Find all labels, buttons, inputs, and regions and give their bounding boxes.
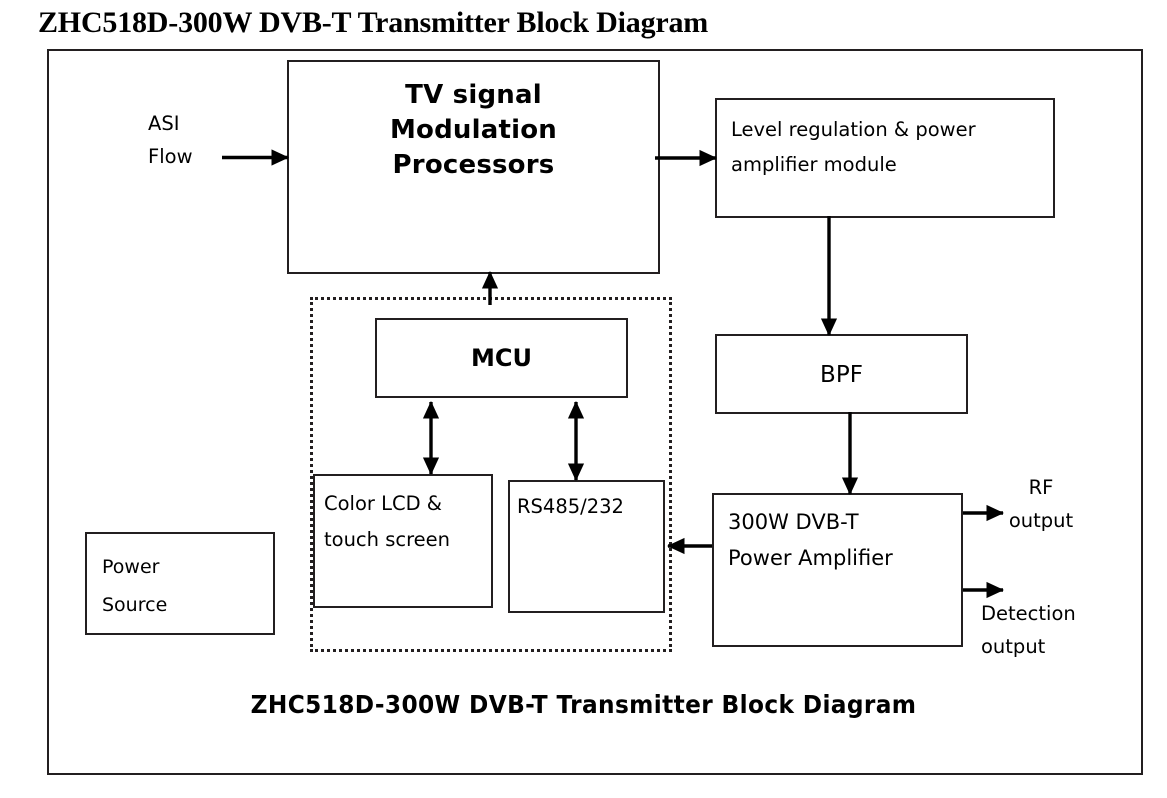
block-level-regulation-power-amplifier-module: Level regulation & power amplifier modul… xyxy=(715,98,1055,218)
tv-modulation-line1: TV signal xyxy=(405,80,542,110)
block-lcd-label: Color LCD & touch screen xyxy=(324,486,487,558)
power-amp-line1: 300W DVB-T xyxy=(728,510,859,534)
block-tv-modulation-label: TV signal Modulation Processors xyxy=(289,78,658,183)
tv-modulation-line3: Processors xyxy=(392,150,555,180)
asi-line1: ASI xyxy=(148,112,180,135)
lcd-line2: touch screen xyxy=(324,528,451,551)
block-300w-dvbt-power-amplifier: 300W DVB-T Power Amplifier xyxy=(712,493,963,647)
block-rs485-label: RS485/232 xyxy=(517,495,624,518)
block-mcu: MCU xyxy=(375,318,628,398)
detection-output-line1: Detection xyxy=(981,602,1076,625)
label-rf-output: RF output xyxy=(1000,471,1082,537)
rf-output-line1: RF xyxy=(1028,476,1054,499)
power-source-line1: Power xyxy=(102,556,160,578)
label-detection-output: Detection output xyxy=(981,597,1076,663)
level-reg-line2: amplifier module xyxy=(731,153,897,176)
tv-modulation-line2: Modulation xyxy=(389,115,558,145)
block-tv-modulation-processors: TV signal Modulation Processors xyxy=(287,60,660,274)
power-amp-line2: Power Amplifier xyxy=(728,546,893,570)
asi-line2: Flow xyxy=(148,145,193,168)
label-asi-flow: ASI Flow xyxy=(148,107,193,173)
detection-output-line2: output xyxy=(981,635,1046,658)
rf-output-line2: output xyxy=(1008,509,1074,532)
block-color-lcd-touch-screen: Color LCD & touch screen xyxy=(313,474,493,608)
block-power-source: Power Source xyxy=(85,532,275,635)
block-power-amplifier-label: 300W DVB-T Power Amplifier xyxy=(728,504,955,576)
block-rs485-232: RS485/232 xyxy=(508,480,665,613)
power-source-line2: Source xyxy=(102,594,168,616)
level-reg-line1: Level regulation & power xyxy=(731,118,976,141)
block-bpf-label: BPF xyxy=(820,362,863,388)
lcd-line1: Color LCD & xyxy=(324,492,443,515)
page-title: ZHC518D-300W DVB-T Transmitter Block Dia… xyxy=(38,6,709,39)
block-power-source-label: Power Source xyxy=(102,548,267,624)
diagram-caption: ZHC518D-300W DVB-T Transmitter Block Dia… xyxy=(250,690,917,719)
block-level-regulation-label: Level regulation & power amplifier modul… xyxy=(731,112,1043,182)
block-bpf: BPF xyxy=(715,334,968,414)
block-mcu-label: MCU xyxy=(471,344,532,372)
